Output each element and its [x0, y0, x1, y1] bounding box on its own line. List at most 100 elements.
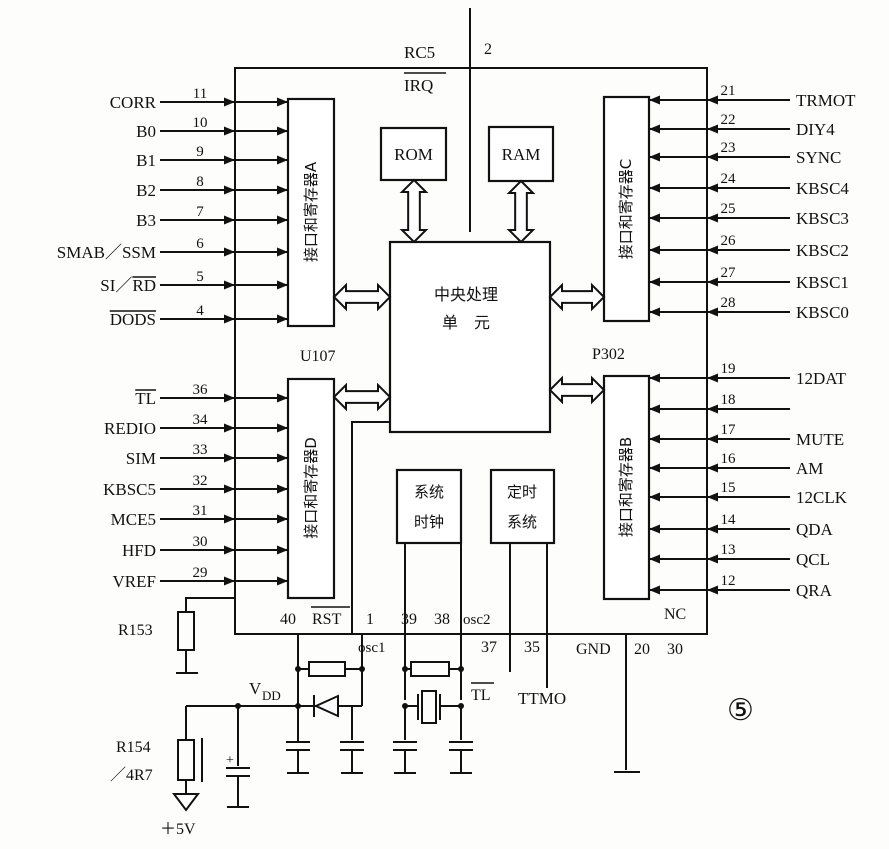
left-pin-number: 4: [196, 303, 204, 319]
bus-arrow-rom: [399, 178, 429, 244]
arrow-head: [649, 124, 660, 134]
arrow-head: [277, 423, 288, 433]
overbar-text: DODS: [110, 310, 156, 329]
arrow-head: [224, 155, 235, 165]
osc-resistor: [410, 661, 450, 677]
arrow-head: [224, 514, 235, 524]
left-pin-name: SI／RD: [100, 276, 156, 295]
arrow-head: [649, 183, 660, 193]
bus-arrow-port-b: [548, 375, 606, 405]
arrow-head: [649, 524, 660, 534]
pin-38-label: 38: [434, 611, 450, 628]
timer-system-block: [489, 468, 556, 545]
crystal: [421, 690, 437, 724]
rst-label: RST: [312, 611, 342, 628]
osc1-label: osc1: [358, 640, 386, 656]
arrow-head: [649, 404, 660, 414]
left-pin-name: VREF: [113, 572, 156, 591]
arrow-head: [649, 373, 660, 383]
rom-block: [379, 126, 448, 182]
right-pin-number: 19: [721, 361, 736, 377]
arrow-head: [707, 213, 718, 223]
left-pin-name: SIM: [126, 449, 156, 468]
right-pin-number: 15: [721, 480, 736, 496]
arrow-head: [707, 373, 718, 383]
right-pin-row-bottom-1: 18: [649, 392, 790, 414]
vdd-subscript: DD: [262, 688, 281, 703]
arrow-head: [224, 126, 235, 136]
left-pin-number: 36: [193, 382, 209, 398]
port-b-label: 接口和寄存器B: [617, 437, 635, 537]
arrow-head: [707, 404, 718, 414]
left-pin-row-top-7: DODS 4: [110, 303, 288, 329]
p302-label: P302: [592, 346, 625, 363]
left-pin-number: 11: [193, 86, 207, 102]
arrow-head: [277, 126, 288, 136]
plus5v-source: [172, 793, 200, 812]
pin-39-label: 39: [401, 611, 417, 628]
right-pin-name: QRA: [796, 581, 833, 600]
arrow-head: [224, 215, 235, 225]
right-pin-number: 23: [721, 140, 736, 156]
right-pin-name: SYNC: [796, 148, 841, 167]
arrow-head: [707, 245, 718, 255]
left-pin-number: 8: [196, 174, 204, 190]
left-pin-number: 30: [193, 534, 208, 550]
left-pin-number: 10: [193, 115, 208, 131]
system-clock-label-line2: 时钟: [414, 513, 444, 531]
right-pin-name: MUTE: [796, 430, 844, 449]
bus-arrow-ram: [506, 179, 536, 244]
arrow-head: [277, 545, 288, 555]
r154-label: R154: [116, 739, 151, 756]
cpu-label-line2: 单 元: [442, 313, 490, 332]
right-pin-name: AM: [796, 459, 823, 478]
left-pin-number: 7: [196, 204, 204, 220]
arrow-head: [649, 245, 660, 255]
arrow-head: [277, 576, 288, 586]
left-pin-number: 33: [193, 442, 208, 458]
right-pin-number: 27: [721, 265, 737, 281]
port-a-block: [286, 97, 336, 328]
arrow-head: [649, 585, 660, 595]
right-pin-number: 24: [721, 171, 737, 187]
r154-value: ／4R7: [110, 767, 153, 784]
nc-label: NC: [664, 606, 686, 623]
diode: [313, 694, 339, 718]
arrow-head: [224, 185, 235, 195]
arrow-head: [649, 307, 660, 317]
arrow-head: [707, 95, 718, 105]
ram-label: RAM: [502, 145, 541, 164]
left-pin-name: B3: [136, 211, 156, 230]
right-pin-row-top-7: KBSC0 28: [649, 295, 849, 322]
arrow-head: [277, 97, 288, 107]
right-pin-number: 28: [721, 295, 736, 311]
left-pin-row-top-4: B3 7: [136, 204, 288, 230]
left-pin-row-bottom-2: SIM 33: [126, 442, 288, 468]
rc5-label: RC5: [404, 43, 435, 62]
right-pin-name: KBSC0: [796, 303, 849, 322]
arrow-head: [277, 215, 288, 225]
arrow-head: [649, 152, 660, 162]
rom-label: ROM: [394, 145, 433, 164]
rst-inner-wire: [351, 421, 390, 634]
right-pin-name: KBSC2: [796, 241, 849, 260]
arrow-head: [707, 277, 718, 287]
arrow-head: [224, 247, 235, 257]
arrow-head: [649, 277, 660, 287]
right-pin-number: 21: [721, 83, 736, 99]
arrow-head: [224, 280, 235, 290]
overbar-text: RD: [132, 276, 156, 295]
